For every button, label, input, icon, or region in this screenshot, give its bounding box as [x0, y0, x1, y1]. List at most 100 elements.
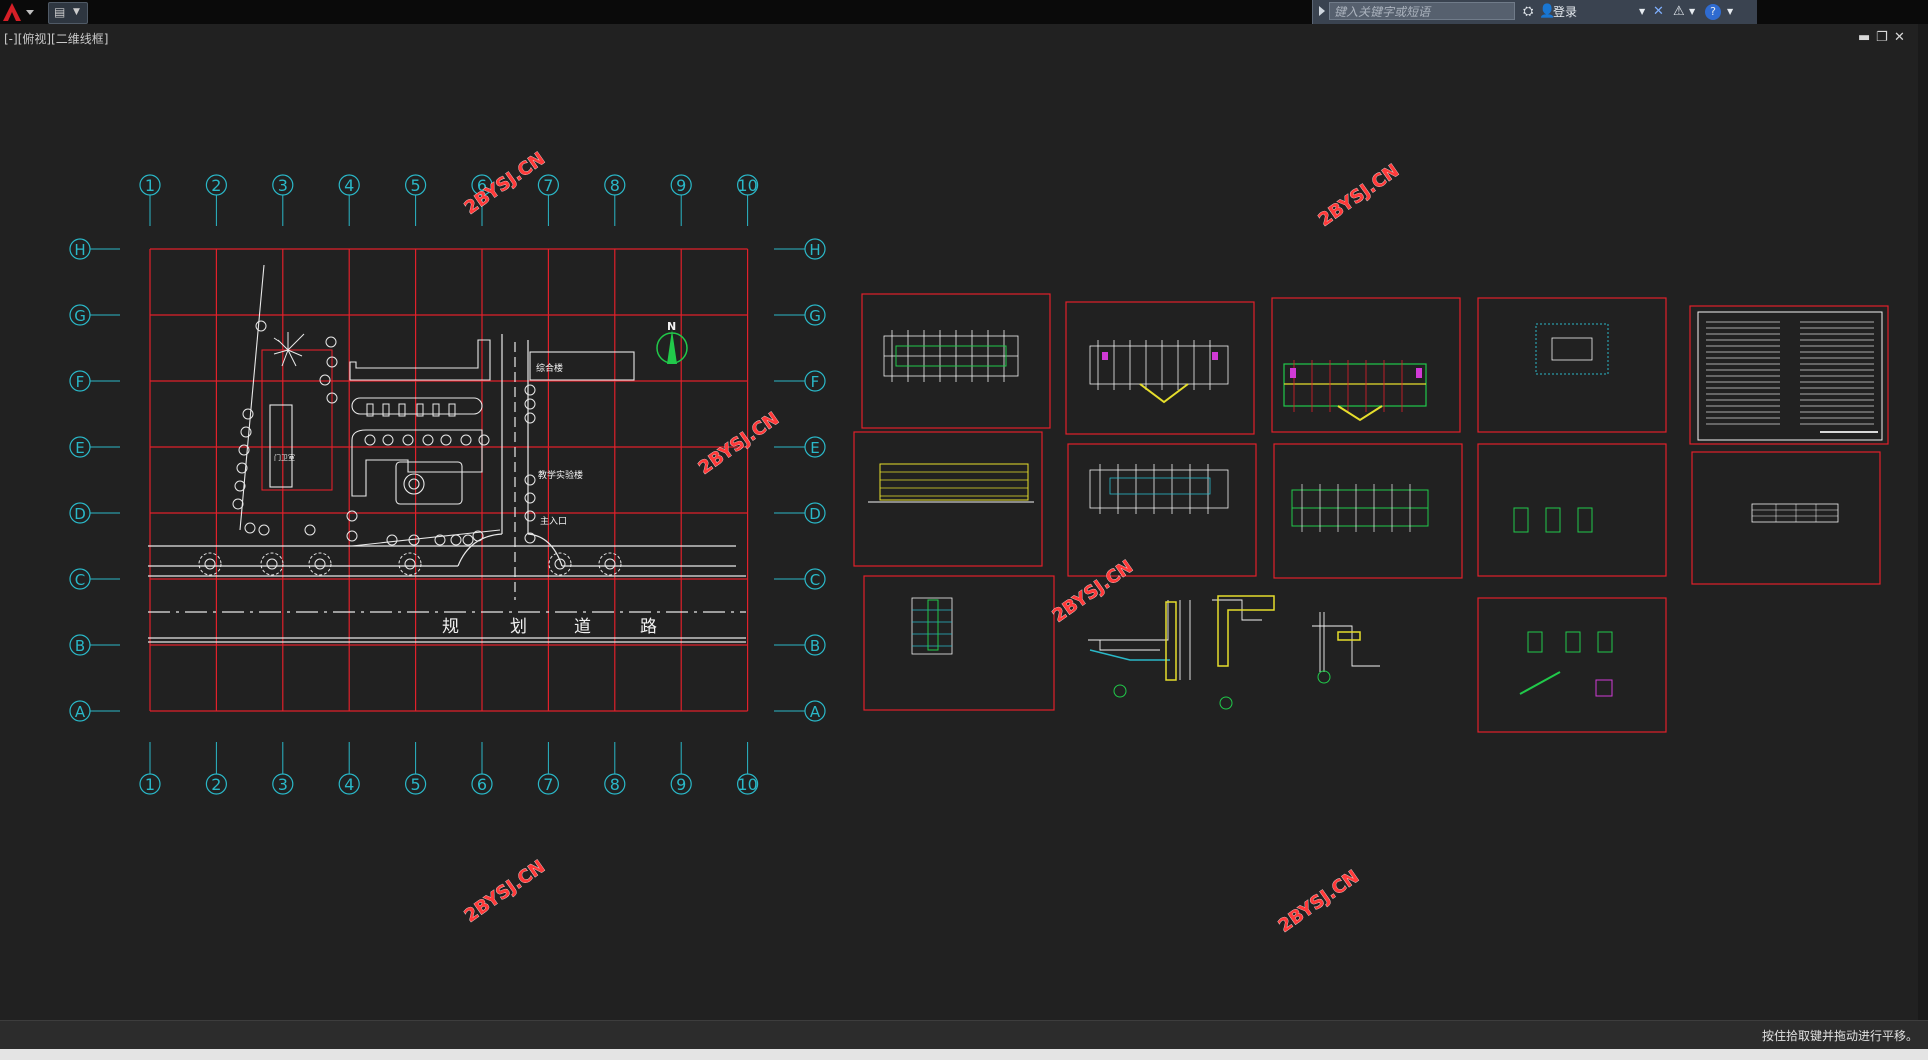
axis-label: 8: [610, 176, 620, 195]
parking-stall: [398, 403, 406, 417]
help-icon[interactable]: ?: [1705, 4, 1721, 20]
tree-icon: [398, 552, 422, 576]
axis-bubble-row: E: [69, 436, 120, 458]
a360-icon[interactable]: ⚠: [1673, 4, 1685, 19]
login-button[interactable]: 登录: [1553, 5, 1578, 19]
exchange-icon[interactable]: ✕: [1653, 4, 1664, 19]
expand-arrow-icon[interactable]: [1319, 6, 1325, 16]
sheet-frame: [1271, 297, 1461, 433]
shrub: [524, 474, 536, 486]
svg-text:路: 路: [640, 617, 657, 637]
watermark-text: 2BYSJ.CN: [695, 408, 783, 479]
axis-bubble-row: A: [774, 700, 826, 722]
building-label: 综合楼: [536, 362, 563, 374]
axis-label: 2: [211, 775, 221, 794]
minimize-icon[interactable]: ▬: [1858, 30, 1871, 45]
chevron-down-icon[interactable]: ▼: [1689, 7, 1696, 16]
axis-bubble-column: 4: [338, 174, 360, 226]
axis-bubble-column: 1: [139, 742, 161, 795]
shrub: [304, 524, 316, 536]
shrub: [234, 480, 246, 492]
binoculars-icon[interactable]: ⛭: [1523, 4, 1534, 19]
shrub: [236, 462, 248, 474]
infocenter-bar: 键入关键字或短语 ⛭ 👤 登录 ▼ ✕ ⚠ ▼ ? ▼: [1312, 0, 1757, 24]
sheet-frame: [1065, 301, 1255, 435]
shrub: [382, 434, 394, 446]
axis-bubble-row: B: [69, 634, 120, 656]
axis-label: 10: [737, 176, 757, 195]
axis-label: 7: [543, 176, 553, 195]
north-label: N: [667, 320, 676, 333]
chevron-down-icon[interactable]: ▼: [1727, 7, 1734, 16]
shrub: [255, 320, 267, 332]
road-label: 规 划 道 路: [442, 617, 657, 637]
axis-label: 2: [211, 176, 221, 195]
shrub: [524, 398, 536, 410]
axis-label: 5: [411, 176, 421, 195]
close-icon[interactable]: ✕: [1894, 30, 1905, 45]
axis-label: D: [809, 505, 821, 523]
axis-label: B: [75, 637, 85, 655]
shrub: [524, 412, 536, 424]
restore-icon[interactable]: ❐: [1876, 30, 1888, 45]
chevron-down-icon[interactable]: ▼: [73, 7, 80, 17]
sheet-frame: [863, 575, 1055, 711]
axis-bubble-column: 9: [670, 174, 692, 226]
shrub: [346, 530, 358, 542]
quick-access-toolbar[interactable]: ▤ ▼: [48, 2, 88, 24]
axis-bubble-row: B: [774, 634, 826, 656]
shrub: [244, 522, 256, 534]
tree-icon: [260, 552, 284, 576]
axis-label: F: [76, 373, 85, 391]
shrub: [478, 434, 490, 446]
axis-bubble-row: E: [774, 436, 826, 458]
axis-bubble-column: 4: [338, 742, 360, 795]
axis-bubble-row: F: [774, 370, 826, 392]
axis-bubble-row: C: [69, 568, 120, 590]
sheet-frame: [1477, 597, 1667, 733]
app-logo-icon[interactable]: [0, 0, 40, 24]
notes-text-lines: [1706, 321, 1878, 433]
axis-bubble-column: 5: [405, 174, 427, 226]
svg-text:规: 规: [442, 617, 459, 637]
shrub: [524, 510, 536, 522]
shrub: [524, 492, 536, 504]
axis-bubble-column: 8: [604, 174, 626, 226]
axis-bubble-row: H: [69, 238, 120, 260]
axis-bubble-column: 10: [736, 742, 759, 795]
axis-label: 1: [145, 775, 155, 794]
title-bar: ▤ ▼ 键入关键字或短语 ⛭ 👤 登录 ▼ ✕ ⚠ ▼ ? ▼: [0, 0, 1928, 24]
sheet-frame: [1477, 443, 1667, 577]
road-lines: [148, 334, 746, 643]
shrub: [524, 532, 536, 544]
shrub: [240, 426, 252, 438]
axis-bubble-column: 7: [537, 174, 560, 226]
shrub: [326, 392, 338, 404]
shrub: [238, 444, 250, 456]
axis-bubble-column: 5: [405, 742, 427, 795]
shrub: [325, 336, 337, 348]
shrub: [258, 524, 270, 536]
watermark-text: 2BYSJ.CN: [1275, 866, 1363, 937]
north-arrow-icon: N: [656, 320, 688, 364]
feature-tree: [273, 332, 305, 367]
bottom-strip: [0, 1049, 1928, 1060]
axis-label: E: [75, 439, 84, 457]
shrub: [319, 374, 331, 386]
viewport-controls-label[interactable]: [-][俯视][二维线框]: [4, 32, 109, 46]
axis-bubble-row: D: [69, 502, 120, 524]
sheet-frame: [853, 431, 1043, 567]
search-input[interactable]: 键入关键字或短语: [1329, 2, 1515, 20]
user-icon[interactable]: 👤: [1539, 4, 1556, 19]
axis-bubble-row: H: [774, 238, 826, 260]
shrub: [408, 534, 420, 546]
chevron-down-icon[interactable]: ▼: [1639, 7, 1646, 16]
tree-icon: [198, 552, 222, 576]
open-file-icon[interactable]: ▤: [54, 5, 66, 19]
axis-label: 4: [344, 176, 354, 195]
sheet-frame: [861, 293, 1051, 429]
sheet-frame: [1689, 305, 1889, 445]
